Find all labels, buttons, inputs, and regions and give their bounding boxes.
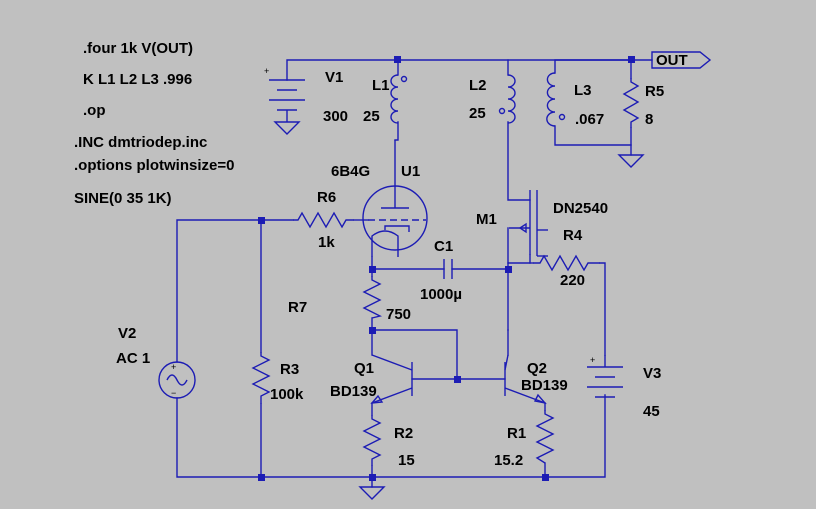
wire-r4-v3[interactable] [599,262,606,356]
wire-ground-rail[interactable] [176,394,606,478]
wire-q1-base-tie[interactable] [371,329,458,380]
u1-model: 6B4G [331,163,370,180]
v1-ref: V1 [325,69,343,86]
junction-dot [369,266,376,273]
l2-ref: L2 [469,77,487,94]
r2-ref: R2 [394,425,413,442]
inductor-l2[interactable]: L2 25 [469,74,516,124]
q2-model: BD139 [521,377,568,394]
v2-ref: V2 [118,325,136,342]
l1-value: 25 [363,108,380,125]
u1-ref: U1 [401,163,420,180]
resistor-r6[interactable]: R6 1k [293,189,354,251]
ground-icon [617,154,645,168]
junction-dot [454,376,461,383]
v2-plus: + [171,362,176,372]
ac-source-v2[interactable]: + − V2 AC 1 [116,325,196,399]
resistor-r5[interactable]: R5 8 [622,78,664,128]
r4-ref: R4 [563,227,583,244]
junction-dot [542,474,549,481]
wire-b-plus-rail[interactable] [286,59,632,81]
v3-ref: V3 [643,365,661,382]
r6-value: 1k [318,234,335,251]
wire-m1-source[interactable] [507,227,531,264]
wire-l3-top[interactable] [554,59,632,79]
spice-directives: .four 1k V(OUT) K L1 L2 L3 .996 .op .INC… [74,40,234,207]
r3-value: 100k [270,386,304,403]
junction-dots [258,56,635,481]
r3-ref: R3 [280,361,299,378]
q2-ref: Q2 [527,360,547,377]
net-label-out-text: OUT [656,52,688,69]
r4-value: 220 [560,272,585,289]
junction-dot [394,56,401,63]
c1-ref: C1 [434,238,453,255]
r7-ref: R7 [288,299,307,316]
m1-ref: M1 [476,211,497,228]
junction-dot [258,217,265,224]
junction-dot [258,474,265,481]
r1-value: 15.2 [494,452,523,469]
resistor-r1[interactable]: R1 15.2 [494,410,555,469]
l3-ref: L3 [574,82,592,99]
transistor-q1[interactable]: Q1 BD139 [330,354,413,404]
resistor-r2[interactable]: R2 15 [362,415,415,469]
v3-plus: + [590,355,595,365]
mosfet-m1[interactable]: M1 DN2540 [476,190,608,257]
inductor-l3[interactable]: L3 .067 [546,72,604,128]
triode-u1[interactable]: 6B4G U1 [331,140,428,257]
r2-value: 15 [398,452,415,469]
q1-ref: Q1 [354,360,374,377]
directive-sine[interactable]: SINE(0 35 1K) [74,190,172,207]
wire-input[interactable] [176,219,294,363]
ground-icon [358,486,386,500]
directive-inc[interactable]: .INC dmtriodep.inc [74,134,207,151]
r5-ref: R5 [645,83,664,100]
directive-op[interactable]: .op [83,102,106,119]
transistor-q2[interactable]: Q2 BD139 [504,354,568,405]
m1-model: DN2540 [553,200,608,217]
inductor-l1[interactable]: L1 25 [363,74,408,125]
resistor-r7[interactable]: R7 750 [288,276,411,323]
v1-plus: + [264,66,269,76]
resistor-r3[interactable]: R3 100k [251,352,304,404]
r5-value: 8 [645,111,653,128]
directive-coupling[interactable]: K L1 L2 L3 .996 [83,71,192,88]
r6-ref: R6 [317,189,336,206]
l2-value: 25 [469,105,486,122]
junction-dot [505,266,512,273]
q1-model: BD139 [330,383,377,400]
junction-dot [369,327,376,334]
v1-value: 300 [323,108,348,125]
l1-ref: L1 [372,77,390,94]
directive-options[interactable]: .options plotwinsize=0 [74,157,234,174]
v2-minus: − [171,388,176,398]
r7-value: 750 [386,306,411,323]
resistor-r4[interactable]: R4 220 [533,227,600,289]
c1-value: 1000µ [420,286,462,303]
ground-icon [273,121,301,135]
wire-l1-plate[interactable] [394,121,399,141]
wire-l2-drain[interactable] [507,121,531,201]
wire-l3-bottom[interactable] [554,125,632,146]
battery-v3[interactable]: + V3 45 [587,355,661,420]
v2-value: AC 1 [116,350,150,367]
l3-value: .067 [575,111,604,128]
battery-v1[interactable]: + V1 300 [264,66,348,125]
directive-four[interactable]: .four 1k V(OUT) [83,40,193,57]
capacitor-c1[interactable]: C1 1000µ [420,238,462,303]
junction-dot [369,474,376,481]
v3-value: 45 [643,403,660,420]
r1-ref: R1 [507,425,526,442]
net-label-out[interactable]: OUT [651,51,712,69]
junction-dot [628,56,635,63]
